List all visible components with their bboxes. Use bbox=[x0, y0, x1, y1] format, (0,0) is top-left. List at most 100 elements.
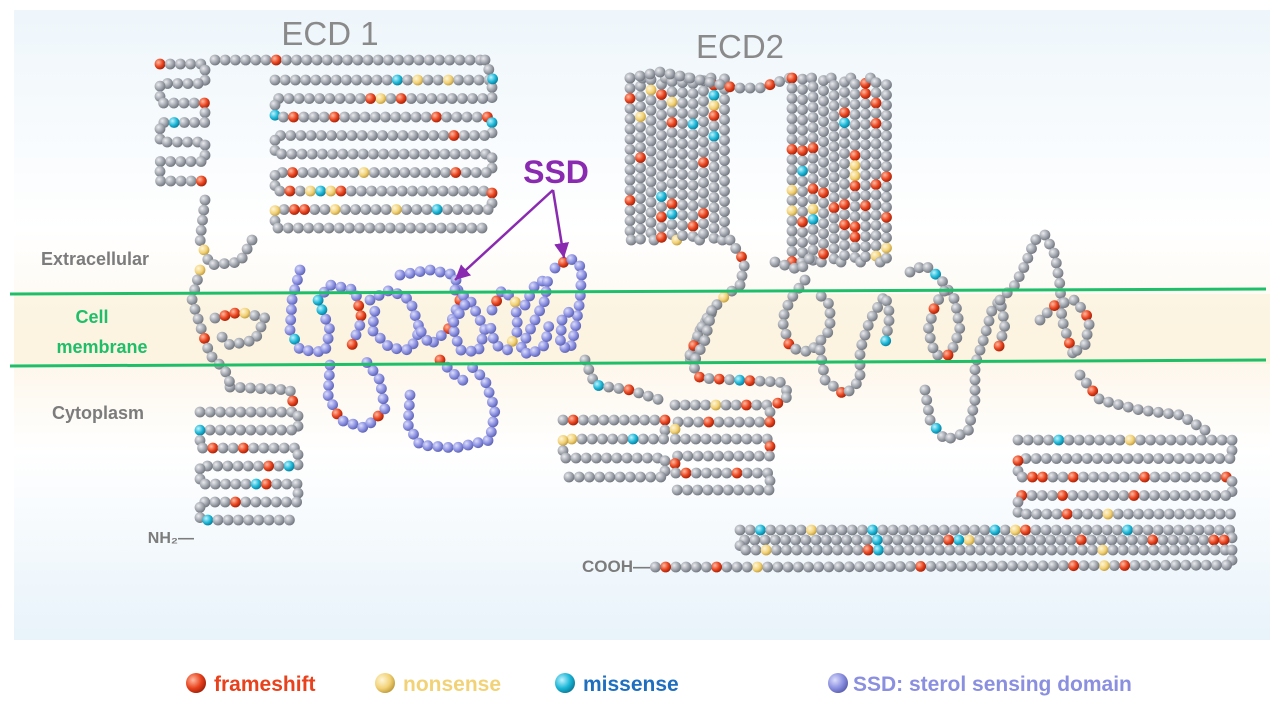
residue-bead bbox=[708, 100, 720, 111]
residue-bead bbox=[860, 139, 871, 150]
residue-bead bbox=[269, 134, 281, 146]
residue-bead bbox=[1183, 524, 1195, 536]
legend-label-missense: missense bbox=[583, 673, 679, 696]
residue-bead bbox=[617, 433, 629, 445]
residue-bead bbox=[1012, 455, 1024, 467]
residue-bead bbox=[983, 315, 995, 327]
residue-bead bbox=[836, 524, 848, 536]
residue-bead bbox=[1102, 508, 1114, 520]
residue-bead bbox=[744, 375, 756, 387]
residue-bead bbox=[1078, 560, 1090, 571]
residue-bead bbox=[849, 78, 861, 90]
residue-bead bbox=[698, 85, 709, 97]
residue-bead bbox=[851, 534, 863, 546]
residue-bead bbox=[448, 326, 460, 337]
residue-bead bbox=[786, 154, 798, 166]
residue-bead bbox=[951, 332, 963, 344]
residue-bead bbox=[408, 428, 419, 440]
residue-bead bbox=[195, 156, 207, 167]
residue-bead bbox=[1061, 524, 1072, 536]
residue-bead bbox=[1040, 453, 1052, 464]
residue-bead bbox=[1210, 471, 1222, 483]
residue-bead bbox=[230, 478, 242, 490]
residue-bead bbox=[253, 514, 265, 526]
residue-bead bbox=[413, 437, 425, 449]
residue-bead bbox=[680, 561, 692, 573]
residue-bead bbox=[801, 544, 813, 556]
residue-bead bbox=[862, 320, 874, 331]
residue-bead bbox=[347, 418, 359, 430]
residue-bead bbox=[1024, 534, 1036, 546]
residue-bead bbox=[799, 274, 811, 286]
residue-bead bbox=[680, 467, 692, 479]
membrane-label-line1: Cell bbox=[75, 307, 108, 327]
residue-bead bbox=[557, 414, 569, 426]
residue-bead bbox=[881, 109, 892, 121]
residue-bead bbox=[1097, 490, 1109, 501]
residue-bead bbox=[227, 442, 239, 454]
residue-bead bbox=[1075, 534, 1087, 546]
residue-bead bbox=[502, 344, 513, 356]
residue-bead bbox=[1072, 508, 1083, 520]
c-terminus-label: COOH— bbox=[582, 557, 650, 576]
residue-bead bbox=[288, 204, 300, 215]
residue-bead bbox=[702, 450, 714, 462]
residue-bead bbox=[192, 274, 203, 286]
residue-bead bbox=[645, 166, 657, 178]
residue-bead bbox=[525, 323, 536, 335]
residue-bead bbox=[1226, 434, 1238, 446]
residue-bead bbox=[1030, 453, 1042, 464]
residue-bead bbox=[708, 192, 720, 203]
residue-bead bbox=[772, 561, 784, 573]
residue-bead bbox=[721, 433, 732, 445]
residue-bead bbox=[828, 151, 840, 163]
residue-bead bbox=[432, 441, 444, 452]
ecd2-title: ECD2 bbox=[696, 28, 784, 65]
residue-bead bbox=[849, 119, 861, 131]
residue-bead bbox=[576, 269, 587, 281]
residue-bead bbox=[259, 312, 270, 324]
residue-bead bbox=[797, 134, 808, 146]
residue-bead bbox=[698, 177, 709, 189]
residue-bead bbox=[364, 222, 376, 234]
residue-bead bbox=[849, 88, 861, 100]
residue-bead bbox=[286, 148, 298, 160]
residue-bead bbox=[979, 524, 991, 536]
residue-bead bbox=[682, 484, 693, 496]
residue-bead bbox=[161, 136, 173, 148]
residue-bead bbox=[1112, 508, 1124, 520]
ssd-title: SSD bbox=[523, 154, 589, 190]
residue-bead bbox=[352, 54, 364, 66]
residue-bead bbox=[1139, 560, 1151, 571]
residue-bead bbox=[312, 294, 324, 306]
residue-bead bbox=[302, 345, 314, 357]
residue-bead bbox=[924, 332, 936, 344]
residue-bead bbox=[787, 290, 799, 302]
residue-bead bbox=[416, 93, 427, 104]
residue-bead bbox=[870, 230, 882, 242]
residue-bead bbox=[460, 167, 472, 178]
residue-bead bbox=[953, 534, 965, 546]
residue-bead bbox=[337, 148, 349, 160]
residue-bead bbox=[172, 136, 183, 148]
residue-bead bbox=[1133, 508, 1144, 520]
residue-bead bbox=[566, 254, 578, 265]
residue-bead bbox=[690, 399, 701, 411]
residue-bead bbox=[189, 117, 200, 128]
residue-bead bbox=[731, 467, 743, 479]
residue-bead bbox=[287, 167, 298, 178]
residue-bead bbox=[251, 330, 263, 342]
residue-bead bbox=[1036, 544, 1047, 556]
residue-bead bbox=[320, 343, 332, 354]
residue-bead bbox=[698, 187, 709, 199]
residue-bead bbox=[818, 248, 829, 260]
residue-bead bbox=[870, 240, 882, 252]
residue-bead bbox=[314, 93, 325, 104]
residue-bead bbox=[670, 433, 681, 445]
residue-bead bbox=[278, 204, 290, 215]
residue-bead bbox=[154, 58, 166, 70]
residue-bead bbox=[1051, 453, 1062, 464]
residue-bead bbox=[956, 560, 967, 572]
residue-bead bbox=[772, 397, 784, 409]
residue-bead bbox=[1061, 453, 1073, 464]
